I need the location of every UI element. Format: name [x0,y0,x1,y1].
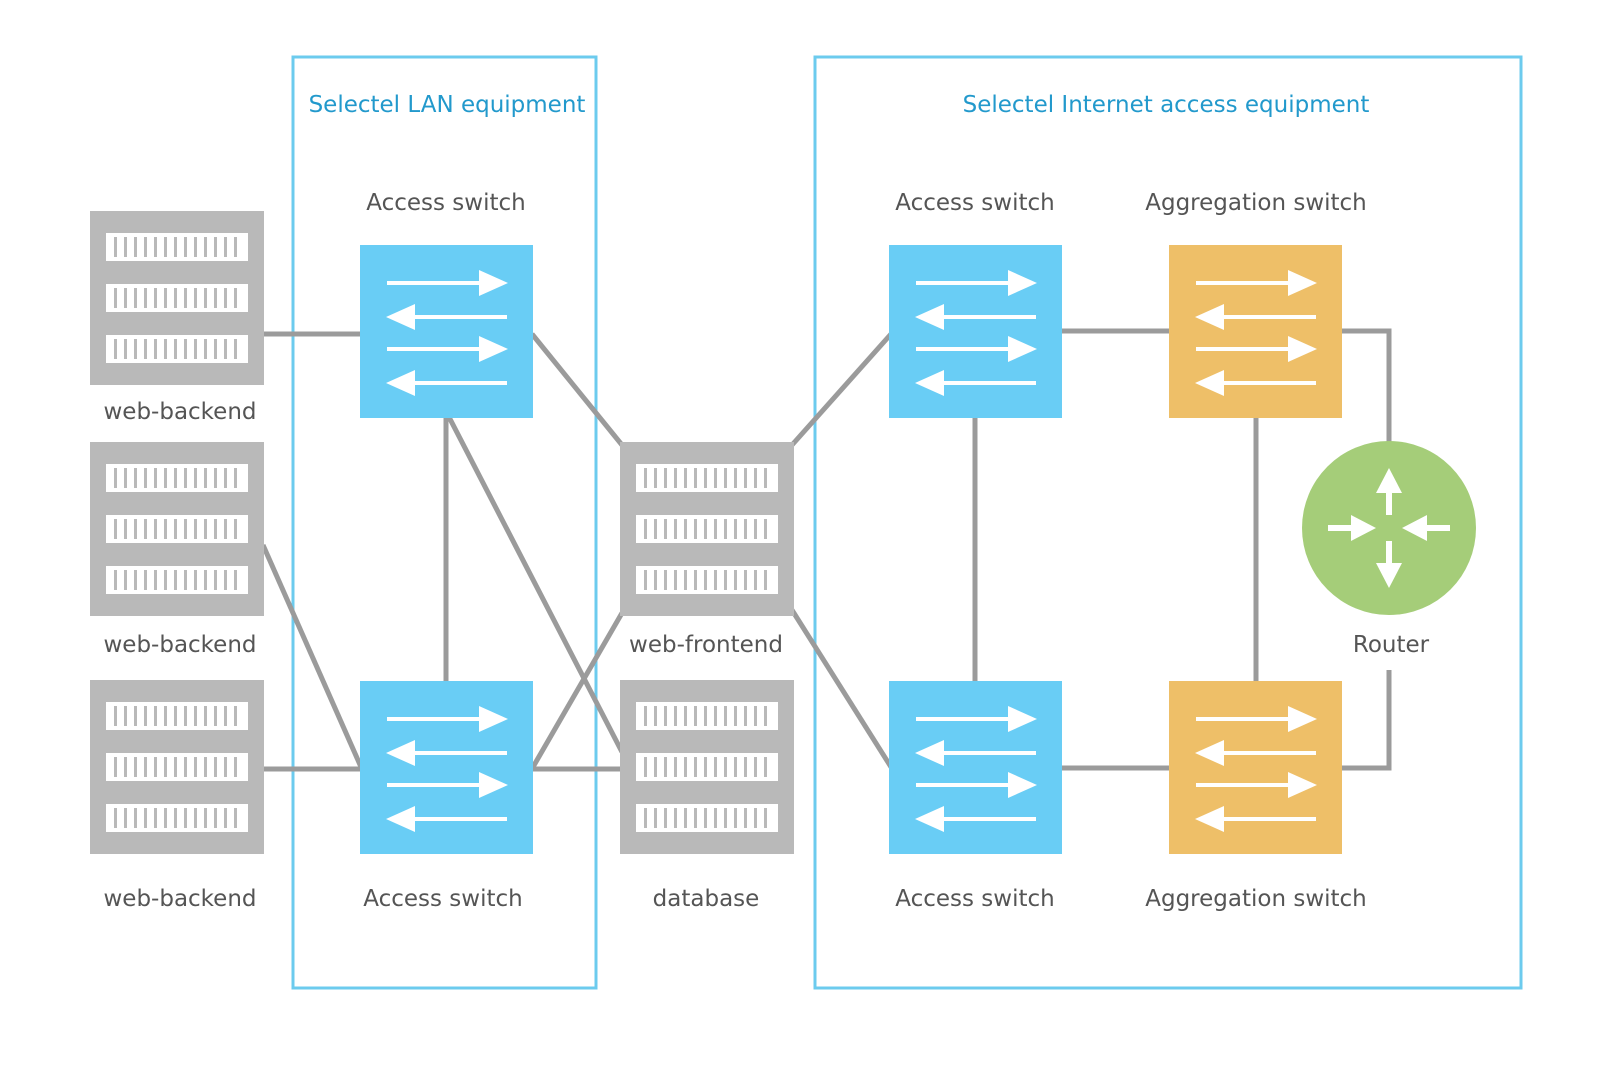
server-icon [90,680,264,854]
switch-label: Aggregation switch [1145,190,1367,216]
switch-icon [1169,681,1342,854]
server-icon [90,442,264,616]
internet-access-switch-bottom: Access switch [889,681,1062,912]
link-lan-bottom-frontend [530,611,625,769]
link-frontend-inet-bottom [789,608,894,769]
switch-label: Access switch [366,190,525,216]
lan-zone-frame [291,55,598,990]
switch-icon [360,245,533,418]
server-icon [90,211,264,385]
switch-icon [360,681,533,854]
server-label: database [653,886,760,912]
server-web-backend-1: web-backend [90,211,264,425]
server-label: web-backend [103,886,256,912]
internet-access-switch-top: Access switch [889,190,1062,418]
network-links [260,328,1392,772]
switch-icon [889,681,1062,854]
server-icon [620,442,794,616]
internet-zone-title: Selectel Internet access equipment [963,92,1370,118]
lan-zone-title: Selectel LAN equipment [309,92,586,118]
server-icon [620,680,794,854]
switch-label: Access switch [895,886,1054,912]
server-web-backend-3: web-backend [90,680,264,912]
switch-label: Aggregation switch [1145,886,1367,912]
link-lan-top-frontend [530,332,624,447]
router-icon [1302,441,1476,615]
switch-label: Access switch [895,190,1054,216]
aggregation-switch-top: Aggregation switch [1145,190,1367,418]
switch-label: Access switch [363,886,522,912]
server-web-backend-2: web-backend [90,442,264,658]
link-agg-top-router [1341,328,1392,443]
aggregation-switch-bottom: Aggregation switch [1145,681,1367,912]
switch-icon [1169,245,1342,418]
server-label: web-frontend [629,632,783,658]
router: Router [1302,441,1476,658]
internet-zone-frame [813,55,1523,990]
server-label: web-backend [103,399,256,425]
server-label: web-backend [103,632,256,658]
switch-icon [889,245,1062,418]
link-lan-top-database [446,415,625,754]
link-backend2-lan-bottom [260,543,364,769]
link-router-agg-bottom [1341,670,1392,771]
router-label: Router [1353,632,1430,658]
lan-access-switch-bottom: Access switch [360,681,533,912]
link-frontend-inet-top [790,332,893,447]
lan-access-switch-top: Access switch [360,190,533,418]
server-database: database [620,680,794,912]
server-web-frontend: web-frontend [620,442,794,658]
